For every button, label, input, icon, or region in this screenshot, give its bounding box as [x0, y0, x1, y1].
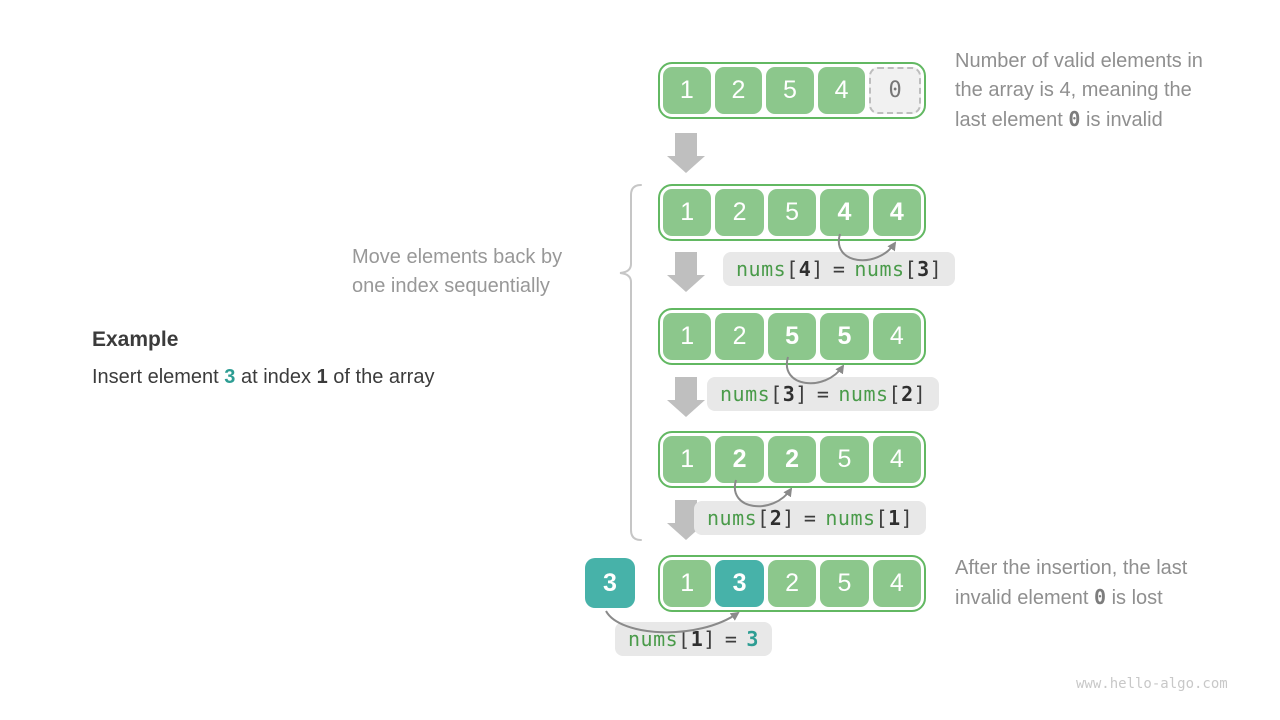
note-after-insertion: After the insertion, the last invalid el… [955, 554, 1267, 613]
example-block: Example Insert element 3 at index 1 of t… [92, 328, 434, 389]
example-insert-value: 3 [224, 366, 236, 388]
array-cell: 1 [663, 436, 712, 483]
code-zero: 0 [1068, 107, 1081, 131]
curly-brace [619, 184, 642, 541]
array-cell-highlight: 4 [872, 189, 922, 236]
array-cell: 1 [663, 189, 712, 236]
array-cell: 5 [766, 67, 814, 114]
note-line: is lost [1106, 587, 1163, 609]
array-cell-highlight: 2 [715, 436, 764, 483]
array-cell: 1 [663, 560, 712, 607]
array-row-shift-1: 1 2 5 4 4 [658, 184, 926, 241]
code-zero: 0 [1093, 585, 1107, 609]
code-identifier: nums [825, 506, 876, 530]
example-title: Example [92, 328, 179, 351]
array-cell-highlight: 4 [820, 189, 869, 236]
array-cell-highlight: 2 [767, 436, 817, 483]
array-cell: 2 [715, 313, 764, 360]
watermark: www.hello-algo.com [1076, 676, 1228, 692]
code-index: 2 [769, 506, 783, 530]
array-cell: 1 [663, 67, 711, 114]
down-arrow-icon [667, 252, 705, 292]
array-cell: 4 [872, 313, 922, 360]
code-identifier: nums [628, 627, 679, 651]
code-bracket: [ [678, 627, 691, 651]
example-description: Insert element 3 at index 1 of the array [92, 366, 434, 389]
array-cell-inserted: 3 [715, 560, 764, 607]
array-cell: 2 [767, 560, 817, 607]
example-text: of the array [327, 366, 435, 388]
code-identifier: nums [838, 382, 889, 406]
code-value: 3 [746, 627, 759, 651]
code-bracket: ] [811, 257, 824, 281]
code-bracket: ] [703, 627, 716, 651]
code-bracket: ] [900, 506, 914, 530]
down-arrow-icon [667, 133, 705, 173]
note-line: one index sequentially [352, 275, 550, 297]
array-cell-highlight: 5 [767, 313, 817, 360]
note-line: invalid element [955, 587, 1094, 609]
code-bracket: ] [929, 257, 943, 281]
code-bracket: [ [786, 257, 799, 281]
note-move-elements: Move elements back by one index sequenti… [352, 243, 562, 301]
code-label-step1: nums[4]=nums[3] [723, 252, 956, 286]
array-row-shift-2: 1 2 5 5 4 [658, 308, 926, 365]
code-identifier: nums [854, 257, 905, 281]
array-cell: 1 [663, 313, 712, 360]
code-index: 3 [917, 257, 930, 281]
note-invalid-element: Number of valid elements in the array is… [955, 47, 1267, 135]
example-insert-index: 1 [316, 366, 328, 388]
code-bracket: [ [757, 506, 770, 530]
example-text: Insert element [92, 366, 225, 388]
code-bracket: [ [875, 506, 889, 530]
down-arrow-icon [667, 377, 705, 417]
inserted-element-box: 3 [585, 558, 635, 608]
code-index: 4 [798, 257, 812, 281]
array-cell: 4 [872, 436, 922, 483]
array-row-final: 1 3 2 5 4 [658, 555, 926, 612]
note-line: last element [955, 109, 1069, 131]
code-identifier: nums [707, 506, 758, 530]
code-index: 3 [782, 382, 796, 406]
array-cell-invalid: 0 [869, 67, 921, 114]
array-row-shift-3: 1 2 2 5 4 [658, 431, 926, 488]
note-line: is invalid [1080, 109, 1163, 131]
note-line: the array is 4, meaning the [955, 79, 1192, 101]
array-cell: 4 [872, 560, 922, 607]
code-bracket: [ [888, 382, 902, 406]
code-equals: = [832, 257, 846, 281]
note-line: Move elements back by [352, 246, 563, 268]
code-equals: = [803, 506, 817, 530]
array-row-initial: 1 2 5 4 0 [658, 62, 926, 119]
code-label-insert: nums[1] = 3 [615, 622, 772, 656]
code-bracket: ] [795, 382, 808, 406]
code-equals: = [724, 627, 738, 651]
array-cell: 5 [820, 560, 869, 607]
code-bracket: [ [904, 257, 918, 281]
code-bracket: ] [913, 382, 927, 406]
array-cell: 2 [715, 189, 764, 236]
code-identifier: nums [720, 382, 771, 406]
array-cell: 5 [767, 189, 817, 236]
code-label-step3: nums[2]=nums[1] [694, 501, 927, 535]
array-cell: 2 [714, 67, 763, 114]
code-equals: = [816, 382, 830, 406]
code-index: 1 [690, 627, 704, 651]
note-line: Number of valid elements in [955, 50, 1203, 72]
code-label-step2: nums[3]=nums[2] [707, 377, 940, 411]
array-cell-highlight: 5 [820, 313, 869, 360]
note-line: After the insertion, the last [955, 557, 1188, 579]
code-index: 2 [901, 382, 914, 406]
code-bracket: ] [782, 506, 795, 530]
example-text: at index [235, 366, 317, 388]
code-identifier: nums [736, 257, 787, 281]
array-cell: 4 [817, 67, 866, 114]
array-cell: 5 [820, 436, 869, 483]
code-bracket: [ [770, 382, 783, 406]
code-index: 1 [888, 506, 901, 530]
